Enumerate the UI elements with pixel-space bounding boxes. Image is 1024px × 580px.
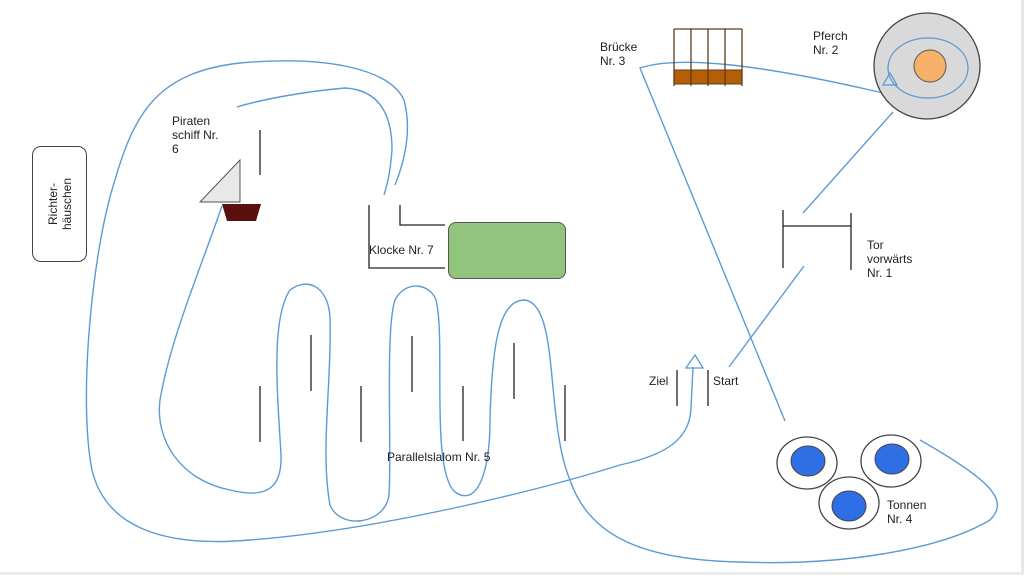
triangle-marker-icon <box>684 353 705 369</box>
slalom-poles <box>259 335 566 442</box>
right-edge <box>1021 0 1024 575</box>
bridge-label: Brücke Nr. 3 <box>600 40 638 68</box>
bridge <box>673 28 743 86</box>
slalom-label: Parallelslalom Nr. 5 <box>387 450 491 464</box>
bottom-edge <box>0 572 1024 575</box>
route-line <box>85 60 999 564</box>
bell-label: Klocke Nr. 7 <box>369 243 434 257</box>
bell-corner <box>368 205 445 269</box>
gate <box>782 210 852 270</box>
sail <box>198 158 241 203</box>
barrels-label: Tonnen Nr. 4 <box>887 498 927 526</box>
gate-label: Tor vorwärts Nr. 1 <box>867 238 913 280</box>
barrel <box>831 490 867 522</box>
barrel <box>874 443 910 475</box>
pirate-ship-label: Piraten schiff Nr. 6 <box>172 114 219 156</box>
barrel <box>790 445 826 477</box>
judge-hut: Richter- häuschen <box>32 146 87 262</box>
pen-label: Pferch Nr. 2 <box>813 29 848 57</box>
triangle-marker-icon <box>881 71 899 86</box>
pen-center <box>913 49 947 83</box>
start-label: Start <box>713 374 739 388</box>
bell-area <box>448 222 566 279</box>
finish-label: Ziel <box>649 374 669 388</box>
start-finish <box>676 353 709 406</box>
barrels <box>776 434 922 530</box>
judge-hut-label: Richter- häuschen <box>45 177 74 231</box>
boat-hull <box>222 204 261 221</box>
pen <box>873 12 981 120</box>
pen-route-loop <box>887 37 969 99</box>
sailboat-icon <box>198 130 261 221</box>
